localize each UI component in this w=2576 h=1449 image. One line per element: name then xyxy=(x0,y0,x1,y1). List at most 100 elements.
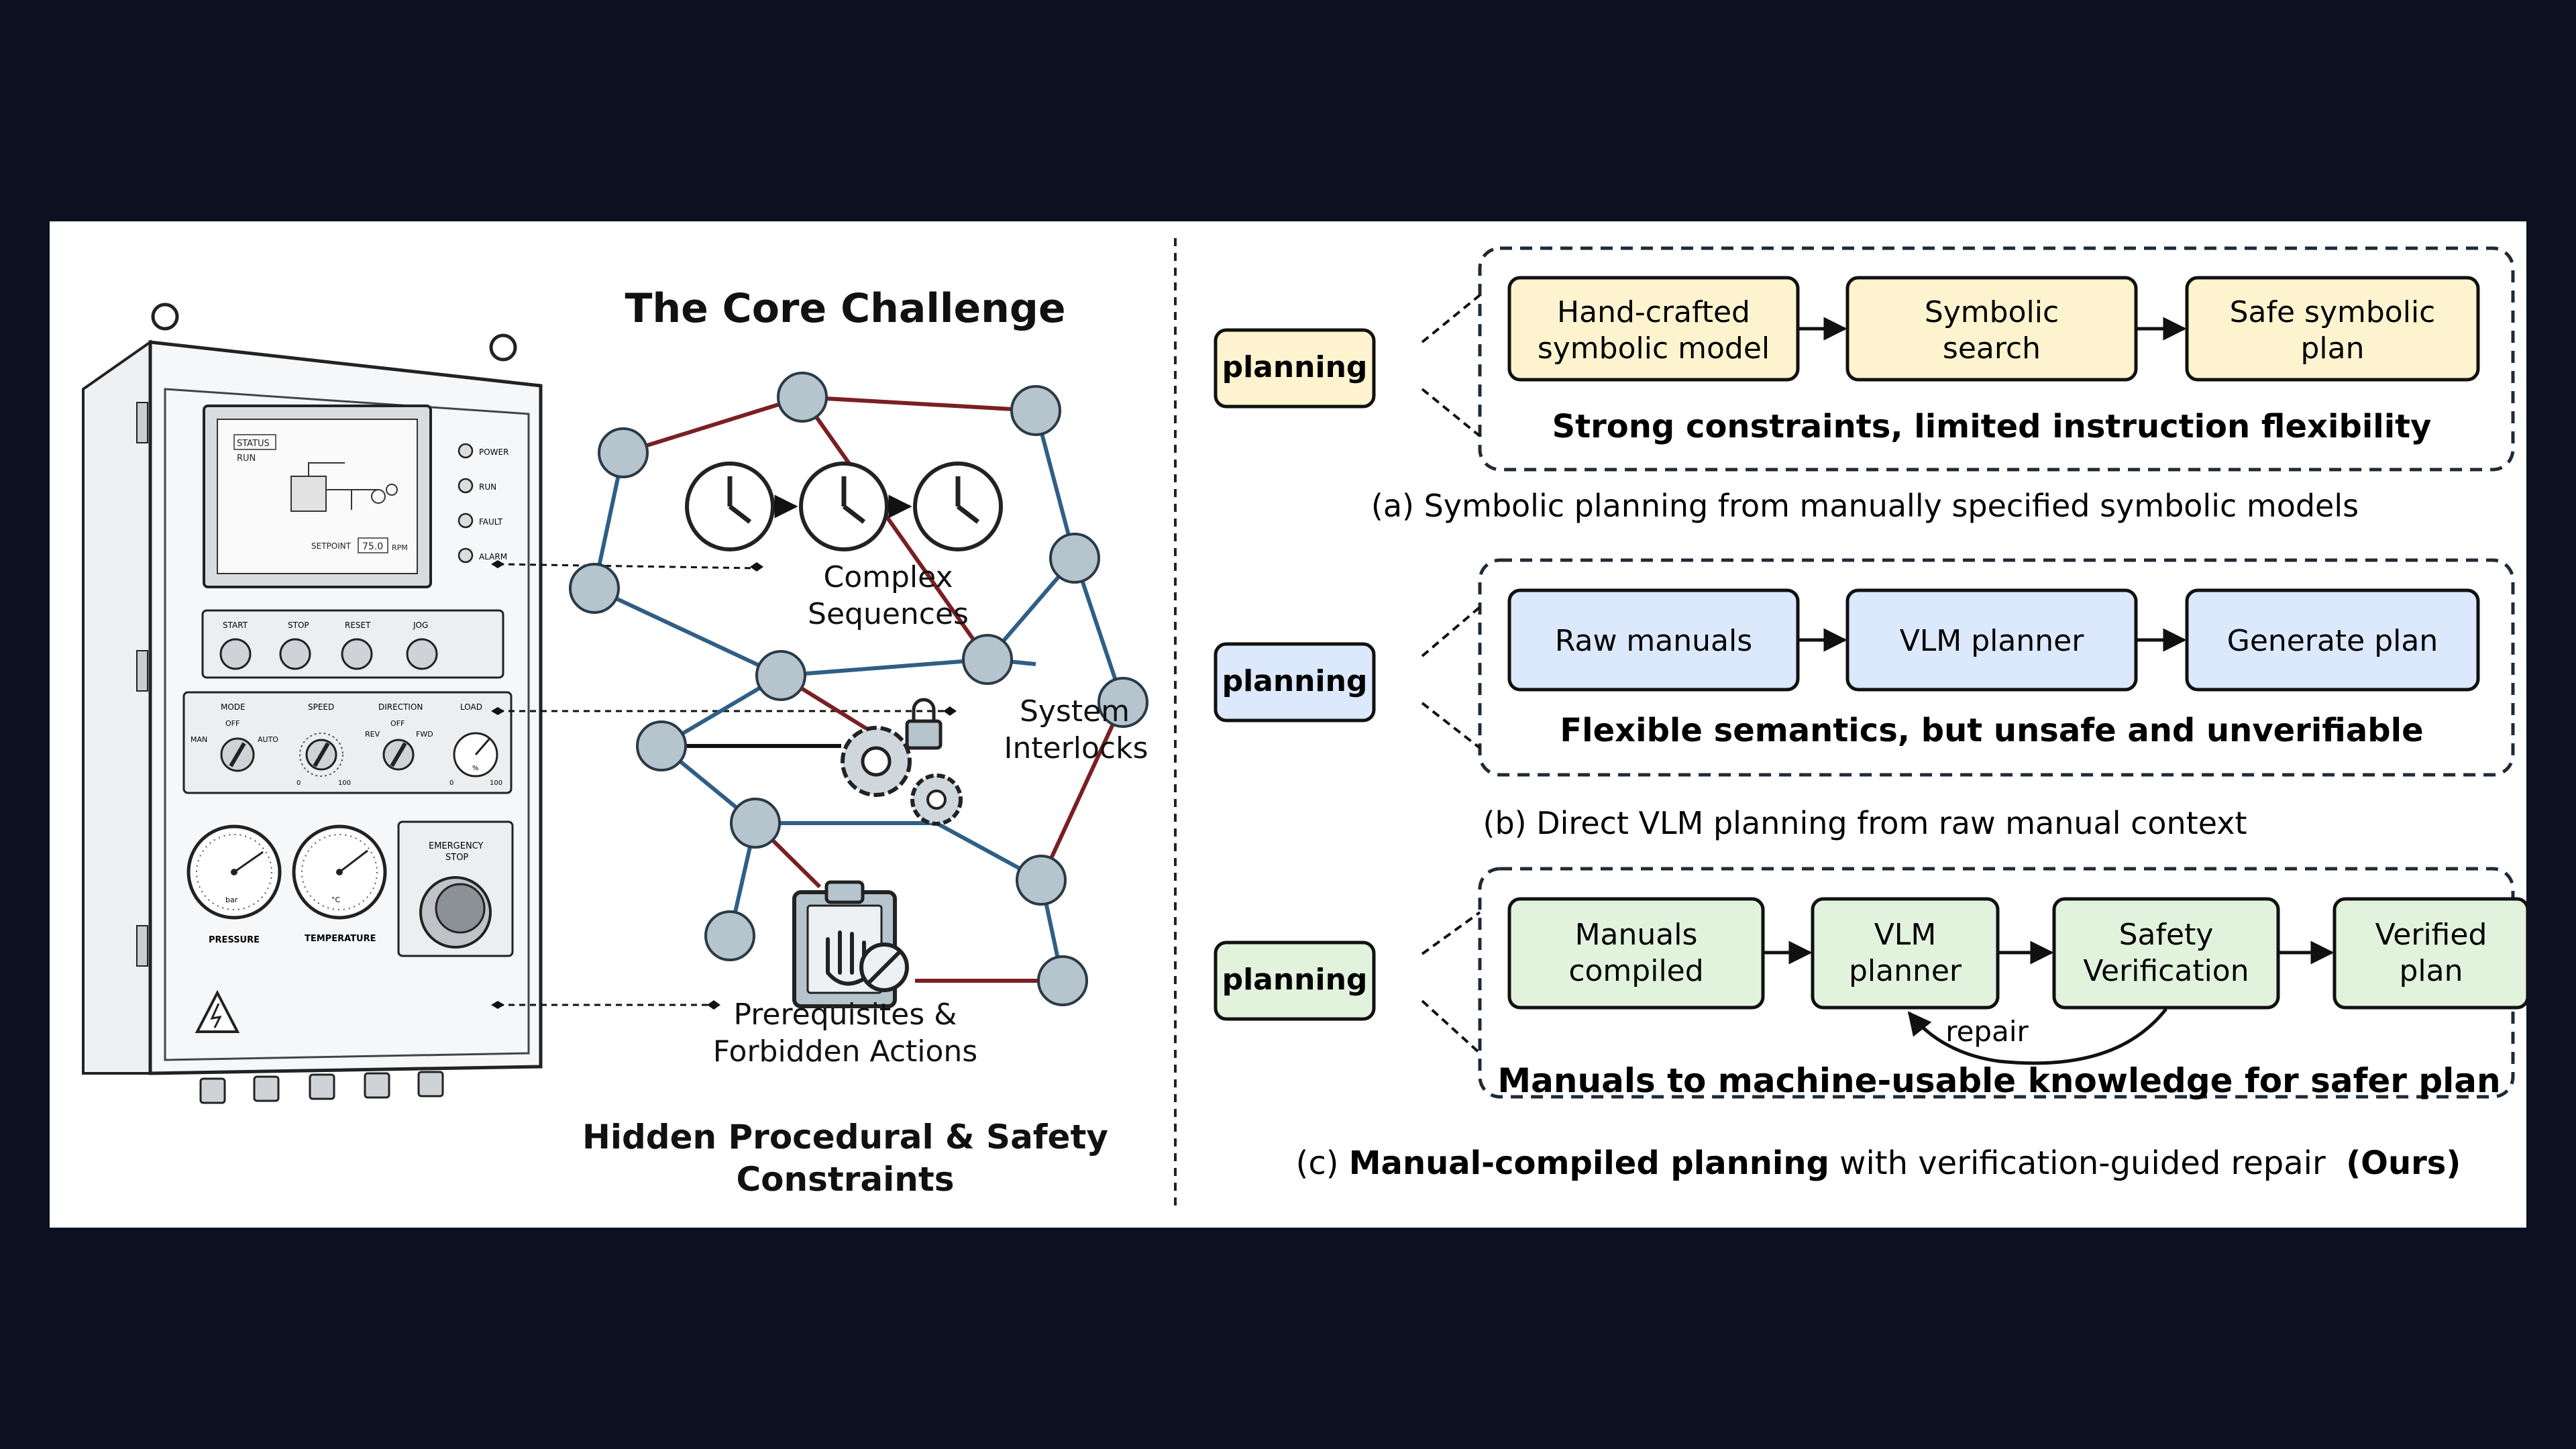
speed-knob-label: SPEED xyxy=(308,702,334,712)
emergency-stop: EMERGENCY STOP xyxy=(397,820,514,957)
section-a: planning Hand-crafted symbolic model Sym… xyxy=(1214,246,2515,524)
mode-auto: AUTO xyxy=(258,735,278,744)
box-generate-plan xyxy=(2185,588,2480,692)
indicator-lights: POWER RUN FAULT ALARM xyxy=(458,443,508,564)
clock-icon xyxy=(685,462,775,551)
load-knob-label: LOAD xyxy=(460,702,482,712)
setpoint-unit: RPM xyxy=(392,543,408,552)
prerequisites-label-1: Prerequisites & xyxy=(734,998,957,1032)
figure: STATUS RUN SETPOINT 75.0 RPM POWER RUN F… xyxy=(50,221,2526,1228)
light-alarm-label: ALARM xyxy=(479,552,507,561)
clock-icons xyxy=(685,462,1003,551)
temperature-unit: °C xyxy=(331,896,341,904)
clipboard-forbidden-icon xyxy=(792,880,909,1008)
pressure-label: PRESSURE xyxy=(209,935,260,945)
complex-sequences-label-2: Sequences xyxy=(808,597,969,631)
high-voltage-icon xyxy=(195,989,240,1033)
mode-off: OFF xyxy=(225,719,239,728)
box-symbolic-search-line1: Symbolic xyxy=(1925,295,2059,329)
screen-run-text: RUN xyxy=(237,453,256,464)
dir-fwd: FWD xyxy=(416,730,433,739)
dir-off: OFF xyxy=(390,719,405,728)
setpoint-value: 75.0 xyxy=(362,541,383,552)
prerequisites-label-2: Forbidden Actions xyxy=(713,1034,977,1069)
temperature-gauge: °C TEMPERATURE xyxy=(292,824,387,944)
box-manuals-compiled-line1: Manuals xyxy=(1575,918,1698,952)
stop-button-label: STOP xyxy=(288,621,309,630)
light-run-label: RUN xyxy=(479,482,496,492)
box-vlm-planner-b-label: VLM planner xyxy=(1900,624,2085,658)
repair-label: repair xyxy=(1945,1015,2029,1048)
hidden-constraints-title-2: Constraints xyxy=(736,1160,954,1199)
planning-tag-c xyxy=(1214,941,1376,1021)
section-c: planning Manuals compiled VLM planner Sa… xyxy=(1214,867,2526,1182)
selector-knobs: MODE SPEED DIRECTION LOAD MAN OFF AUTO 0… xyxy=(182,691,513,794)
box-verified-plan-line2: plan xyxy=(2399,954,2463,988)
box-generate-plan-label: Generate plan xyxy=(2227,624,2438,658)
section-b-caption: (b) Direct VLM planning from raw manual … xyxy=(1483,805,2247,841)
hidden-constraints-title-1: Hidden Procedural & Safety xyxy=(582,1118,1108,1157)
cable-glands xyxy=(199,1071,444,1104)
planning-tag-a-label: planning xyxy=(1222,350,1368,384)
box-symbolic-search-line2: search xyxy=(1943,331,2041,366)
dir-rev: REV xyxy=(365,730,380,739)
graph-nodes xyxy=(569,372,1148,1006)
section-a-note: Strong constraints, limited instruction … xyxy=(1552,408,2432,445)
box-safety-verification xyxy=(2052,897,2280,1010)
gears-lock-icon xyxy=(841,698,963,826)
box-raw-manuals-label: Raw manuals xyxy=(1555,624,1752,658)
start-button-label: START xyxy=(223,621,248,630)
box-verified-plan xyxy=(2332,897,2526,1010)
planning-tag-b-label: planning xyxy=(1222,664,1368,698)
estop-label-1: EMERGENCY xyxy=(429,841,484,851)
planning-tag-a xyxy=(1214,328,1376,409)
box-hand-crafted-line1: Hand-crafted xyxy=(1557,295,1750,329)
light-fault-label: FAULT xyxy=(479,517,503,527)
hmi-screen: STATUS RUN SETPOINT 75.0 RPM xyxy=(203,405,432,588)
section-b-note: Flexible semantics, but unsafe and unver… xyxy=(1560,712,2423,749)
planning-tag-c-label: planning xyxy=(1222,963,1368,997)
box-safety-verification-line2: Verification xyxy=(2083,954,2249,988)
jog-button-label: JOG xyxy=(413,621,428,630)
estop-label-2: STOP xyxy=(445,853,468,863)
direction-knob-label: DIRECTION xyxy=(378,702,423,712)
box-safe-plan-line2: plan xyxy=(2300,331,2364,366)
load-scale-max: 100 xyxy=(490,780,502,787)
planning-tag-b xyxy=(1214,642,1376,722)
box-safe-symbolic-plan xyxy=(2185,276,2480,382)
section-a-frame xyxy=(1478,246,2515,472)
reset-button-label: RESET xyxy=(345,621,371,630)
control-cabinet: STATUS RUN SETPOINT 75.0 RPM POWER RUN F… xyxy=(82,303,543,1104)
pump-icon xyxy=(290,476,327,512)
box-vlm-planner-c-line2: planner xyxy=(1849,954,1962,988)
speed-scale-max: 100 xyxy=(338,780,351,787)
load-unit: % xyxy=(472,765,479,772)
box-manuals-compiled-line2: compiled xyxy=(1568,954,1703,988)
section-b: planning Raw manuals VLM planner Generat… xyxy=(1214,558,2515,841)
screen-status-text: STATUS xyxy=(237,439,270,449)
section-c-note: Manuals to machine-usable knowledge for … xyxy=(1497,1061,2500,1100)
box-safety-verification-line1: Safety xyxy=(2119,918,2214,952)
system-interlocks-label-2: Interlocks xyxy=(1004,731,1148,765)
box-hand-crafted-line2: symbolic model xyxy=(1538,331,1770,366)
load-scale-min: 0 xyxy=(449,780,453,787)
temperature-label: TEMPERATURE xyxy=(305,934,376,944)
core-challenge-title: The Core Challenge xyxy=(625,285,1065,332)
repair-arrow xyxy=(1907,1008,2167,1065)
box-safe-plan-line1: Safe symbolic xyxy=(2230,295,2436,329)
section-c-caption: (c) Manual-compiled planning with verifi… xyxy=(1296,1144,2461,1182)
box-vlm-planner-c-line1: VLM xyxy=(1874,918,1937,952)
section-a-caption: (a) Symbolic planning from manually spec… xyxy=(1371,488,2359,524)
section-b-frame xyxy=(1478,558,2515,777)
box-manuals-compiled xyxy=(1507,897,1765,1010)
complex-sequences-label-1: Complex xyxy=(824,560,953,594)
pressure-gauge: bar PRESSURE xyxy=(186,824,282,945)
light-power-label: POWER xyxy=(479,447,508,457)
clock-icon xyxy=(799,462,889,551)
figure-canvas: STATUS RUN SETPOINT 75.0 RPM POWER RUN F… xyxy=(82,238,2526,1211)
push-buttons: START STOP RESET JOG xyxy=(201,609,504,679)
pressure-unit: bar xyxy=(225,896,238,904)
system-interlocks-label-1: System xyxy=(1020,694,1130,729)
clock-icon xyxy=(913,462,1003,551)
mode-man: MAN xyxy=(191,735,207,744)
